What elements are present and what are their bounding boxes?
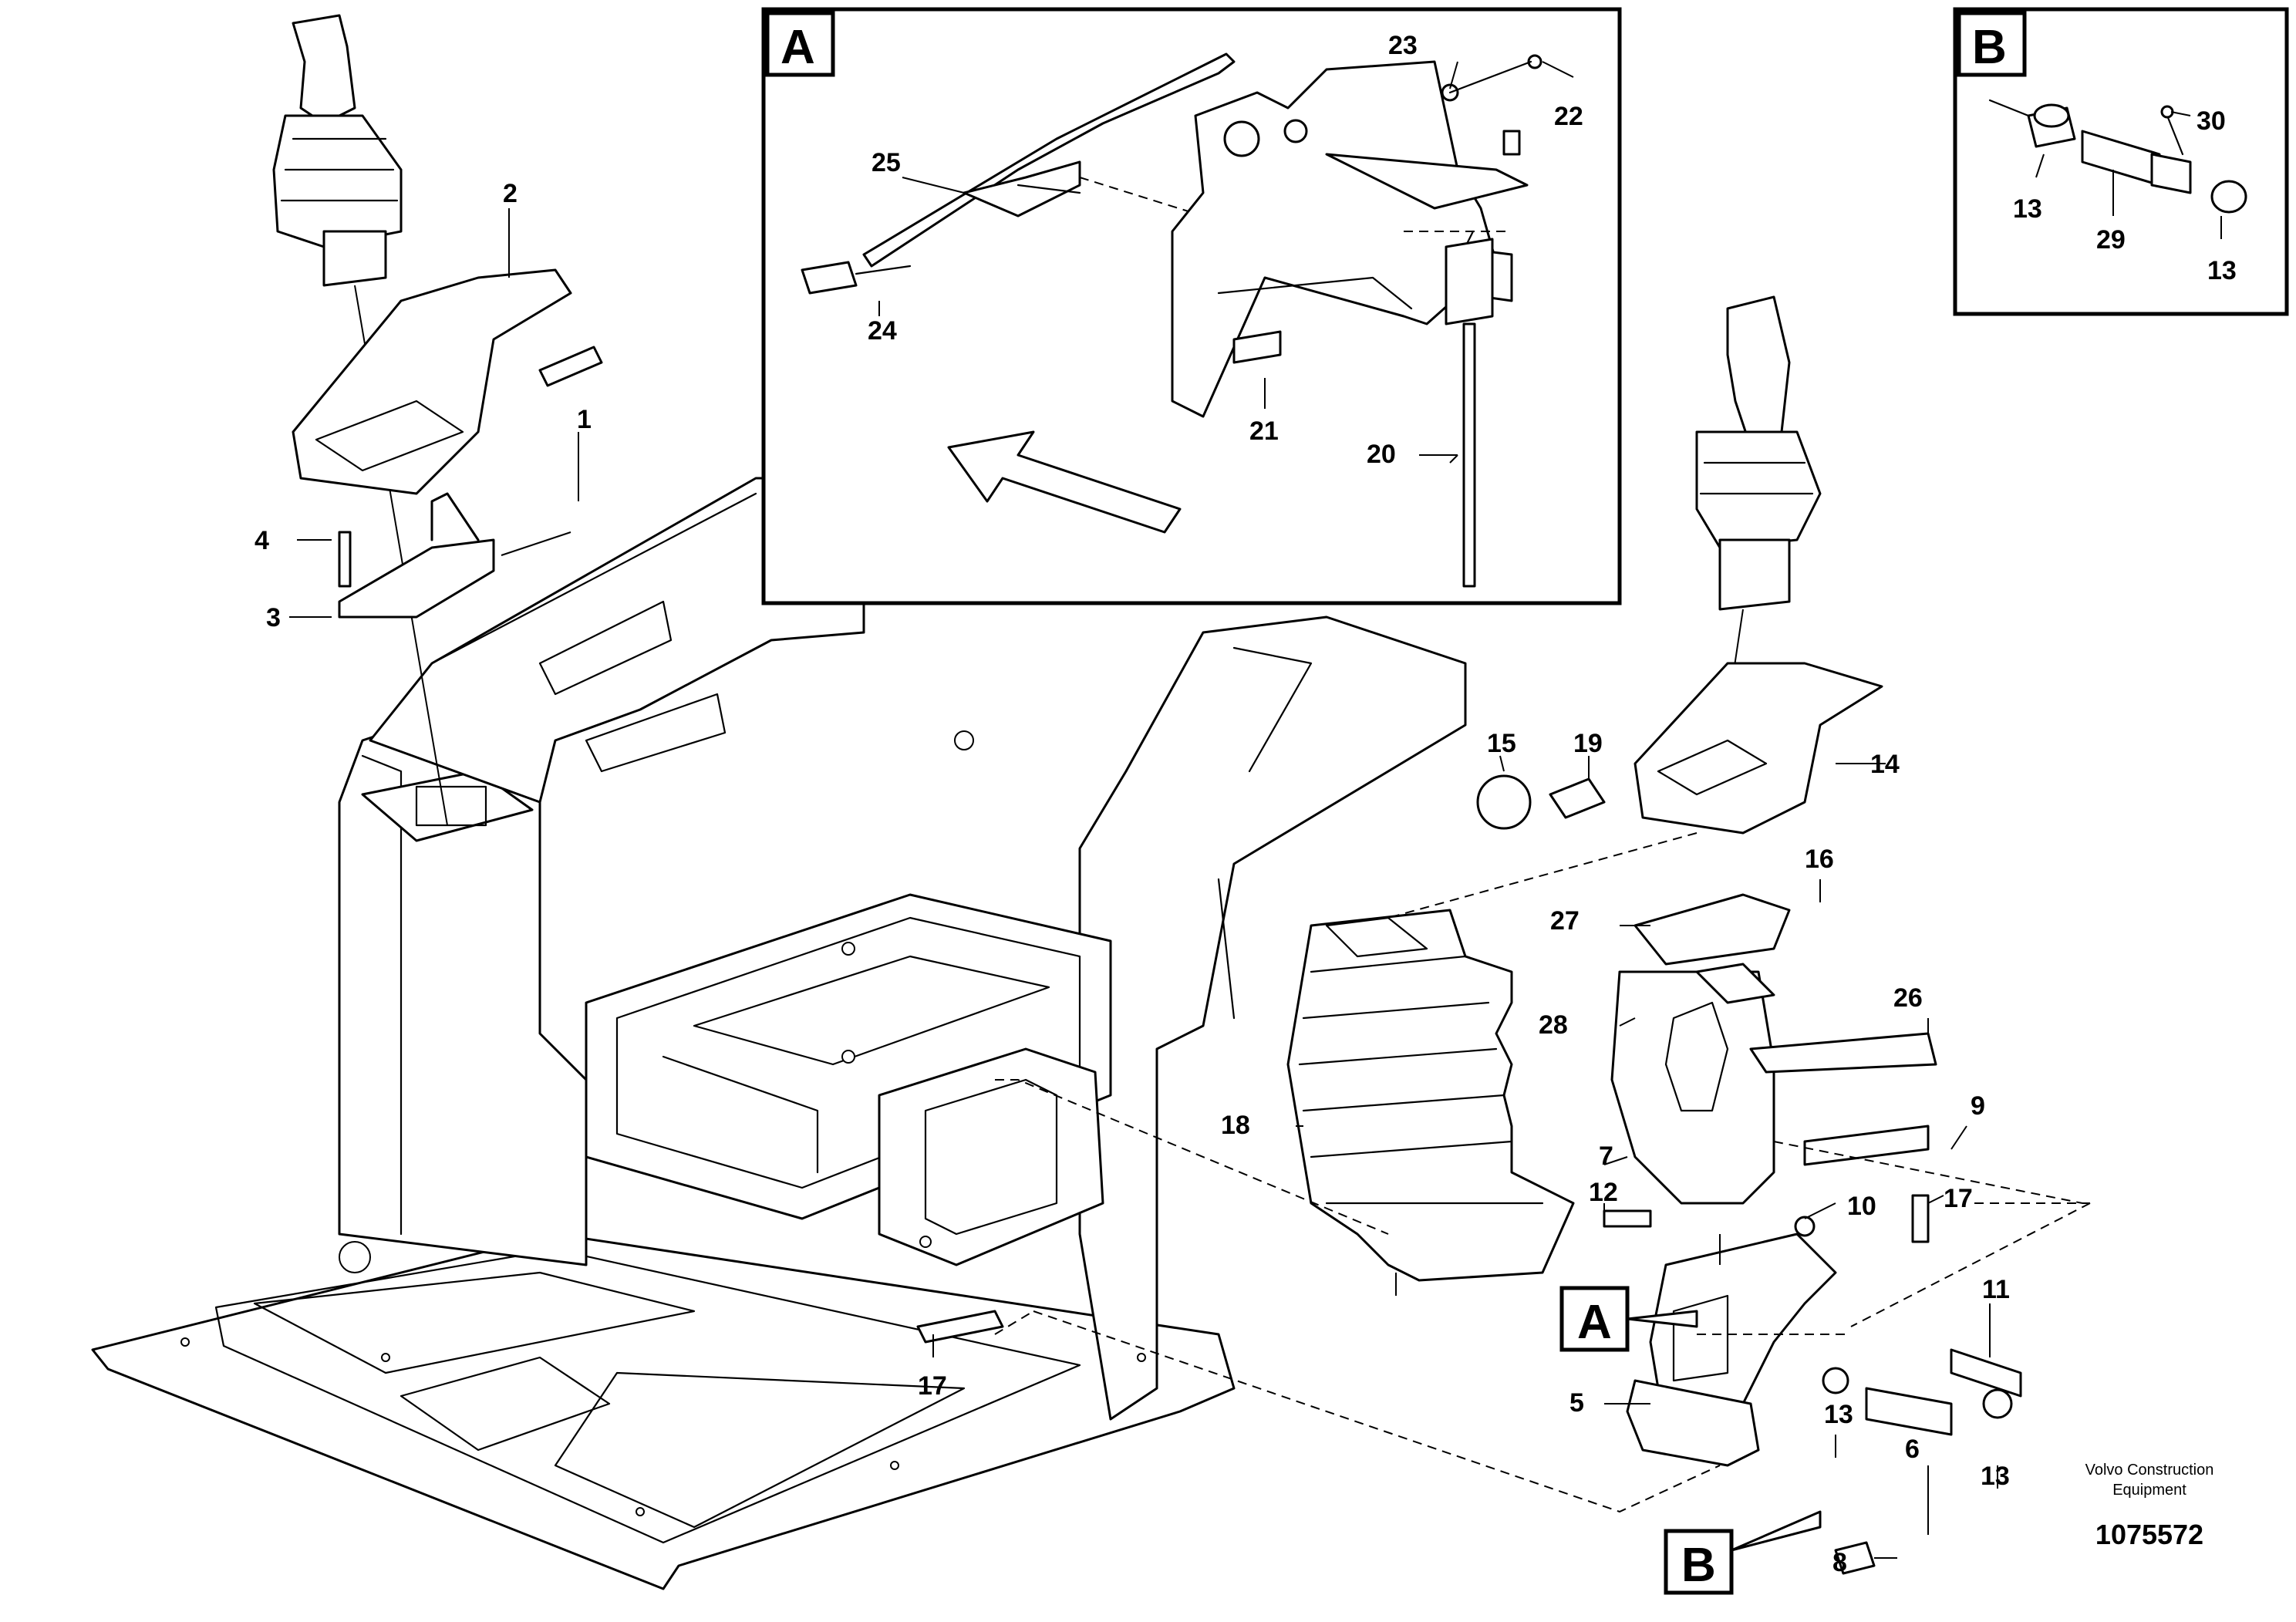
part-label-13-b: 13 [1981,1462,2010,1491]
part-label-11: 11 [1982,1275,2010,1304]
callout-a-label: A [1577,1296,1612,1349]
detail-a-title: A [781,21,815,74]
part-label-21: 21 [1249,416,1279,446]
callout-b: B [1664,1510,1822,1595]
detail-b-label-29: 29 [2096,225,2126,255]
part-label-26: 26 [1893,983,1923,1013]
part-label-27: 27 [1550,906,1580,936]
company-name-line1: Volvo Construction [2085,1462,2214,1479]
detail-view-b: B [1953,7,2289,316]
part-label-28: 28 [1539,1010,1568,1040]
part-label-25: 25 [872,148,901,177]
part-label-9: 9 [1971,1091,1985,1121]
bolt-and-bracket-left [338,346,603,619]
part-label-12: 12 [1589,1178,1618,1207]
part-label-22: 22 [1554,102,1583,131]
detail-b-title: B [1972,21,2007,74]
callout-b-label: B [1681,1539,1716,1592]
part-label-8: 8 [1832,1548,1847,1577]
part-label-10: 10 [1847,1192,1876,1221]
part-label-7: 7 [1599,1141,1613,1171]
part-label-5: 5 [1569,1388,1584,1418]
footer: Volvo Construction Equipment 1075572 [2085,1462,2214,1550]
part-label-24: 24 [868,316,897,346]
detail-b-label-13-left: 13 [2013,194,2042,224]
rubber-bellows [1286,909,1575,1296]
part-label-2: 2 [503,179,518,208]
joystick-cover-right [1387,662,1883,919]
joystick-base-assembly [916,1125,2091,1575]
part-label-3: 3 [266,603,281,632]
part-label-19: 19 [1573,729,1603,758]
part-label-23: 23 [1388,31,1418,60]
detail-view-a: A [761,7,1622,605]
mounting-brackets-right [1610,893,1937,1205]
drawing-number: 1075572 [2095,1519,2203,1550]
part-label-15: 15 [1487,729,1516,758]
detail-b-label-13-right: 13 [2207,256,2237,285]
part-label-6: 6 [1905,1435,1920,1464]
leader-lines [289,61,2222,1559]
detail-b-label-30: 30 [2197,106,2226,136]
part-label-17-floor: 17 [918,1371,947,1401]
dashed-assembly-lines [995,1079,1721,1513]
joystick-cover-left [292,268,572,495]
part-label-20: 20 [1367,440,1396,469]
part-label-1: 1 [577,405,592,434]
part-label-4: 4 [255,526,269,555]
part-label-17-right: 17 [1944,1184,1973,1213]
company-name-line2: Equipment [2112,1482,2186,1499]
cab-floor-structure [91,477,1467,1590]
part-number-labels: 1 2 3 4 5 6 7 8 9 10 11 12 13 13 14 15 1… [255,31,2237,1577]
part-label-18: 18 [1221,1111,1250,1140]
part-label-14: 14 [1870,750,1900,779]
callout-a: A [1559,1286,1698,1352]
right-joystick [1695,295,1822,764]
part-label-13-a: 13 [1824,1400,1853,1429]
part-label-16: 16 [1805,845,1834,874]
